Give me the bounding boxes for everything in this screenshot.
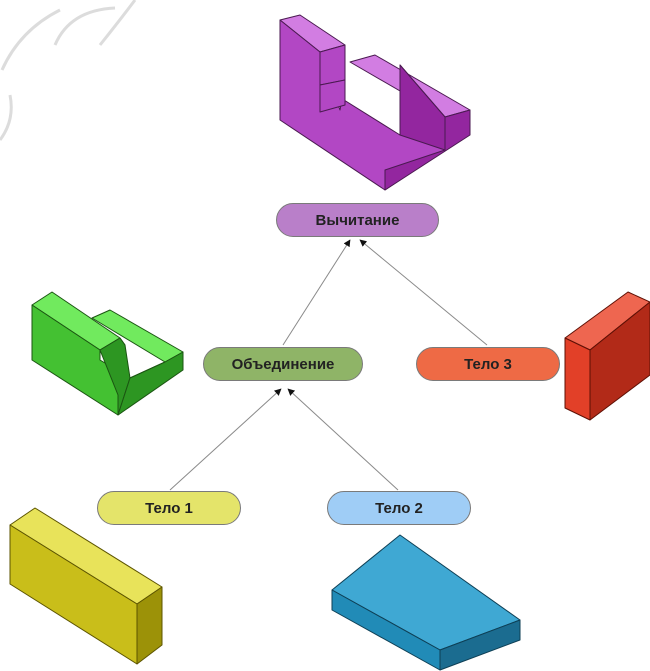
node-body3-label: Тело 3 (464, 355, 512, 373)
node-body3: Тело 3 (416, 347, 560, 381)
edge-body1-union (169, 388, 282, 491)
node-body1-label: Тело 1 (145, 499, 193, 517)
result-side (384, 109, 471, 191)
node-union-label: Объединение (231, 355, 335, 373)
node-union: Объединение (203, 347, 363, 381)
node-subtract-label: Вычитание (315, 211, 400, 229)
node-subtract: Вычитание (276, 203, 439, 237)
edge-body3-subtract (359, 239, 488, 346)
watermark-decoration (0, 0, 137, 141)
node-body2-label: Тело 2 (375, 499, 423, 517)
edge-union-subtract (282, 239, 351, 346)
result-notch (319, 79, 346, 113)
body2-shape (331, 534, 521, 671)
result-shape (279, 14, 471, 191)
node-body1: Тело 1 (97, 491, 241, 525)
node-body2: Тело 2 (327, 491, 471, 525)
union-shape (31, 291, 184, 416)
connectors (169, 239, 488, 491)
edge-body2-union (287, 388, 399, 491)
body3-shape (564, 291, 650, 421)
body1-shape (9, 507, 163, 665)
